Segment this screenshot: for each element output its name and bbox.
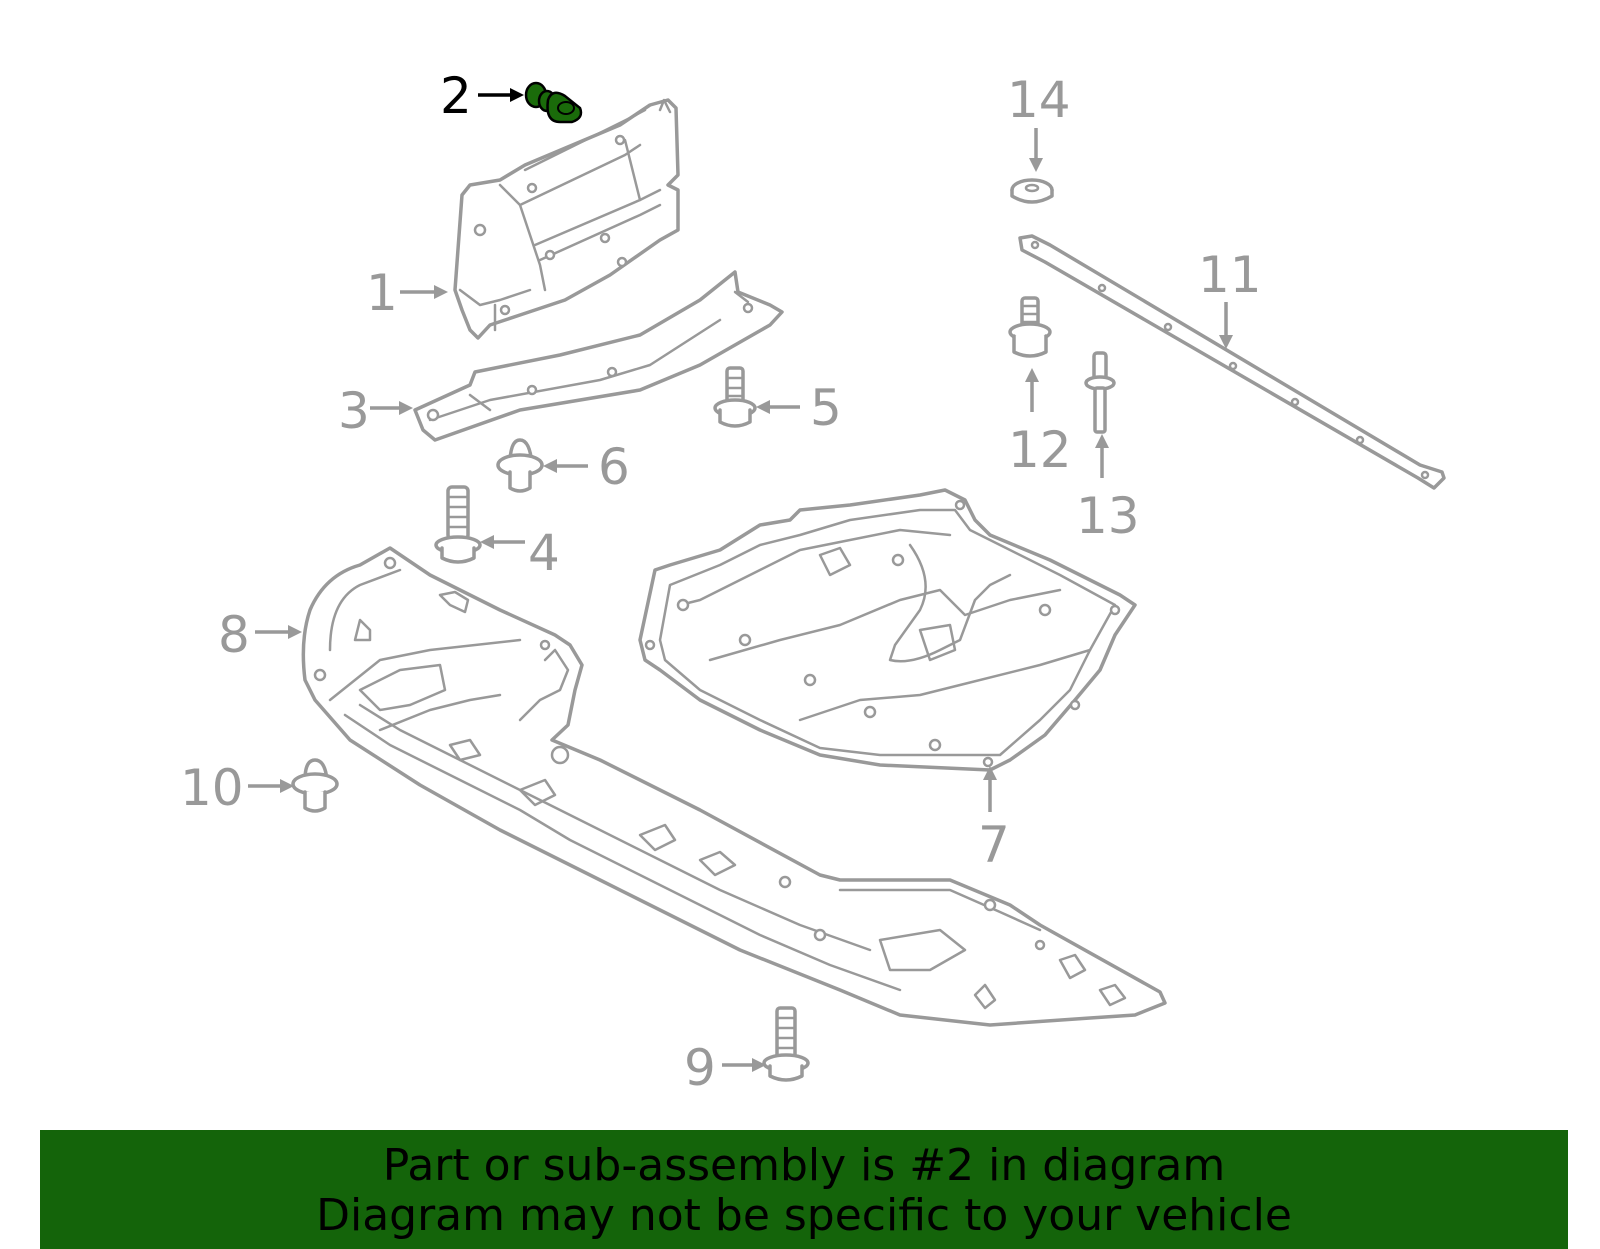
part-9-bolt <box>762 1006 810 1082</box>
part-1-shield <box>453 98 680 340</box>
part-13-rivet <box>1084 351 1116 434</box>
callout-8: 8 <box>218 606 250 664</box>
part-2-clip-highlighted[interactable] <box>524 81 583 124</box>
callout-4: 4 <box>528 524 560 582</box>
parts-diagram: 1 2 3 4 5 6 7 8 9 10 11 12 13 14 <box>180 67 1446 1097</box>
callout-labels: 1 2 3 4 5 6 7 8 9 10 11 12 13 14 <box>180 67 1262 1097</box>
callout-arrows <box>248 88 1233 1072</box>
part-8-under-cover <box>301 546 1167 1027</box>
callout-11: 11 <box>1198 246 1262 304</box>
callout-10: 10 <box>180 759 244 817</box>
callout-5: 5 <box>810 379 842 437</box>
callout-2[interactable]: 2 <box>440 67 472 125</box>
part-5-bolt <box>713 366 757 428</box>
part-14-washer <box>1010 178 1054 204</box>
info-banner: Part or sub-assembly is #2 in diagram Di… <box>40 1130 1568 1249</box>
part-4-bolt <box>434 485 482 564</box>
part-7-undertray <box>638 488 1137 772</box>
callout-6: 6 <box>598 438 630 496</box>
part-6-pushpin <box>496 438 544 493</box>
callout-9: 9 <box>684 1039 716 1097</box>
callout-14: 14 <box>1007 71 1071 129</box>
part-12-nut <box>1008 296 1052 358</box>
banner-line-1: Part or sub-assembly is #2 in diagram <box>382 1139 1226 1191</box>
callout-1: 1 <box>366 264 398 322</box>
part-11-strip <box>1018 234 1446 490</box>
part-3-bracket <box>413 270 784 442</box>
callout-13: 13 <box>1076 487 1140 545</box>
callout-3: 3 <box>338 382 370 440</box>
part-10-pushpin <box>291 758 339 813</box>
callout-12: 12 <box>1008 421 1072 479</box>
banner-line-2: Diagram may not be specific to your vehi… <box>316 1189 1292 1241</box>
callout-7: 7 <box>978 816 1010 874</box>
